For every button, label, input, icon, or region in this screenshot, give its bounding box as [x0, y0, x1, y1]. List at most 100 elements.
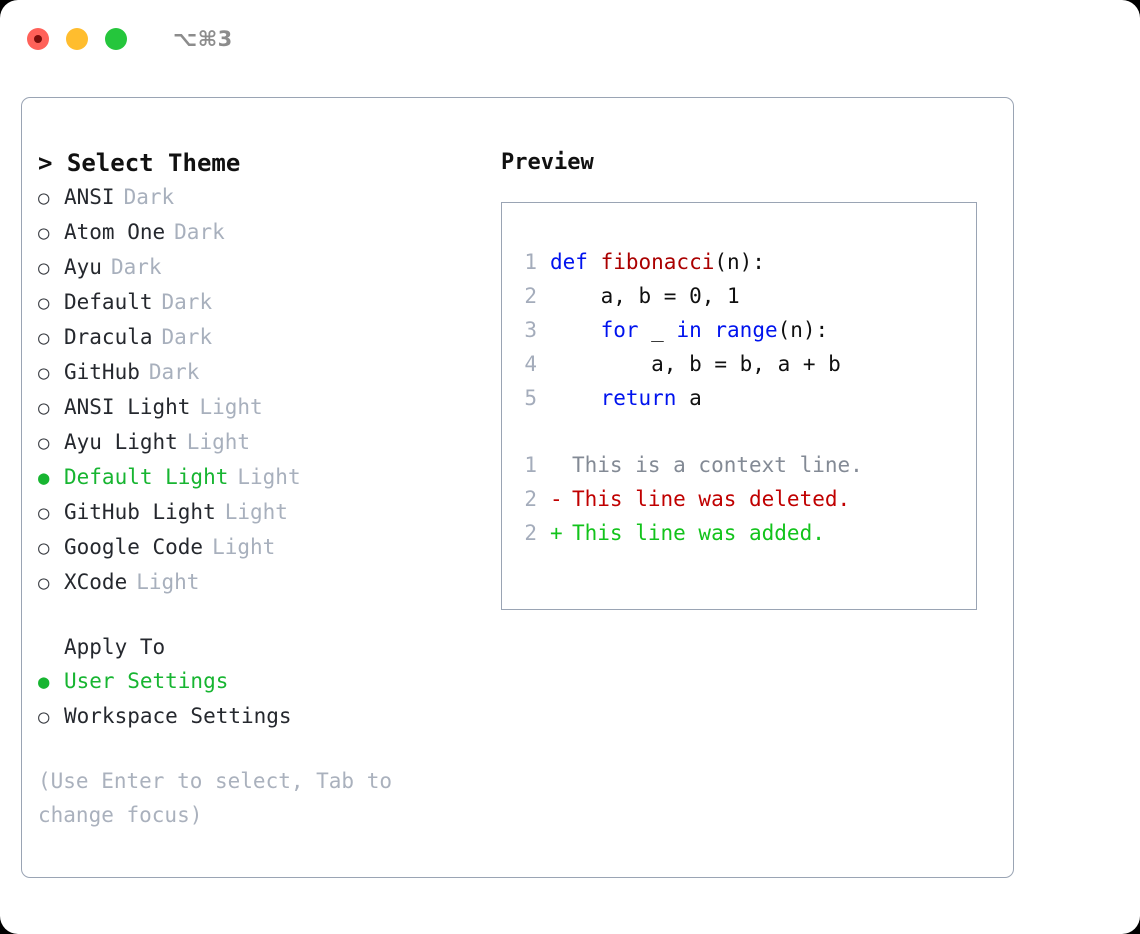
code-line: 2 a, b = 0, 1 [513, 279, 970, 313]
code-token [550, 386, 601, 410]
minimize-button[interactable] [66, 28, 88, 50]
diff-line-number: 2 [524, 487, 537, 511]
theme-kind-label: Light [199, 395, 263, 419]
code-token: a, b = b, a + b [550, 352, 841, 376]
theme-item-ansi[interactable]: ○ ANSI Dark [38, 180, 478, 215]
code-line-text: for _ in range(n): [550, 313, 829, 347]
theme-name: Atom One [64, 220, 166, 244]
diff-line-text: This line was deleted. [572, 487, 851, 511]
diff-line-text: This is a context line. [572, 453, 863, 477]
keyboard-shortcut-label: ⌥⌘3 [173, 27, 233, 51]
theme-name: Dracula [64, 325, 153, 349]
code-line-number: 5 [524, 386, 537, 410]
apply-to-list: ● User Settings ○Workspace Settings [38, 664, 478, 734]
theme-kind-label: Dark [174, 220, 225, 244]
theme-kind-label: Light [237, 465, 301, 489]
code-token: a [689, 386, 702, 410]
code-token: range [714, 318, 778, 342]
radio-selected-icon: ● [38, 671, 50, 693]
theme-kind-label: Dark [123, 185, 175, 209]
radio-unselected-icon: ○ [38, 257, 50, 279]
code-token: _ [651, 318, 677, 342]
keyboard-hint-text: (Use Enter to select, Tab to change focu… [38, 769, 405, 827]
preview-heading: Preview [501, 150, 594, 175]
diff-sign: + [550, 521, 563, 545]
code-token: for [600, 318, 652, 342]
radio-unselected-icon: ○ [38, 362, 50, 384]
window-titlebar: ⌥⌘3 [0, 0, 1140, 78]
theme-name: XCode [64, 570, 128, 594]
theme-kind-label: Dark [161, 325, 213, 349]
section-spacer [38, 600, 478, 630]
code-line-text: a, b = 0, 1 [550, 279, 740, 313]
zoom-button[interactable] [105, 28, 127, 50]
code-line: 5 return a [513, 381, 970, 415]
theme-name: Google Code [64, 535, 204, 559]
theme-item-atom-one[interactable]: ○ Atom One Dark [38, 215, 478, 250]
theme-name: ANSI [64, 185, 115, 209]
code-line-number: 4 [524, 352, 537, 376]
diff-sign: - [550, 487, 563, 511]
theme-kind-label: Light [224, 500, 288, 524]
theme-item-github[interactable]: ○ GitHub Dark [38, 355, 478, 390]
apply-to-item-workspace-settings[interactable]: ○Workspace Settings [38, 699, 478, 734]
diff-sign [550, 448, 572, 482]
code-token [550, 318, 601, 342]
diff-line-ctx: 1 This is a context line. [513, 448, 970, 482]
diff-sample: 1 This is a context line.2-This line was… [513, 448, 970, 550]
code-line-number: 1 [524, 250, 537, 274]
theme-kind-label: Dark [161, 290, 213, 314]
radio-unselected-icon: ○ [38, 537, 50, 559]
theme-name: GitHub Light [64, 500, 216, 524]
close-button[interactable] [27, 28, 49, 50]
theme-item-dracula[interactable]: ○ Dracula Dark [38, 320, 478, 355]
traffic-light-group [27, 28, 127, 50]
code-token: def [550, 250, 601, 274]
theme-kind-label: Dark [110, 255, 162, 279]
theme-name: Ayu Light [64, 430, 178, 454]
code-token: in [676, 318, 715, 342]
select-theme-heading: > Select Theme [38, 149, 241, 177]
theme-item-github-light[interactable]: ○ GitHub Light Light [38, 495, 478, 530]
code-line-number: 3 [524, 318, 537, 342]
diff-line-add: 2+This line was added. [513, 516, 970, 550]
code-line-text: a, b = b, a + b [550, 347, 841, 381]
theme-kind-label: Dark [148, 360, 200, 384]
theme-item-google-code[interactable]: ○ Google Code Light [38, 530, 478, 565]
apply-to-heading: Apply To [64, 635, 166, 659]
theme-kind-label: Light [186, 430, 251, 454]
radio-unselected-icon: ○ [38, 187, 50, 209]
radio-unselected-icon: ○ [38, 572, 50, 594]
code-token: (n): [714, 250, 765, 274]
apply-to-item-user-settings[interactable]: ● User Settings [38, 664, 478, 699]
theme-kind-label: Light [212, 535, 276, 559]
radio-unselected-icon: ○ [38, 327, 50, 349]
code-line: 3 for _ in range(n): [513, 313, 970, 347]
theme-name: Default [64, 290, 153, 314]
diff-line-del: 2-This line was deleted. [513, 482, 970, 516]
radio-unselected-icon: ○ [38, 502, 50, 524]
code-token: return [600, 386, 690, 410]
theme-name: GitHub [64, 360, 140, 384]
code-line: 4 a, b = b, a + b [513, 347, 970, 381]
diff-line-number: 2 [524, 521, 537, 545]
radio-unselected-icon: ○ [38, 222, 50, 244]
theme-name: ANSI Light [64, 395, 191, 419]
diff-line-number: 1 [524, 453, 537, 477]
apply-to-label: User Settings [64, 669, 229, 693]
close-icon [34, 35, 42, 43]
code-token: fibonacci [600, 250, 715, 274]
